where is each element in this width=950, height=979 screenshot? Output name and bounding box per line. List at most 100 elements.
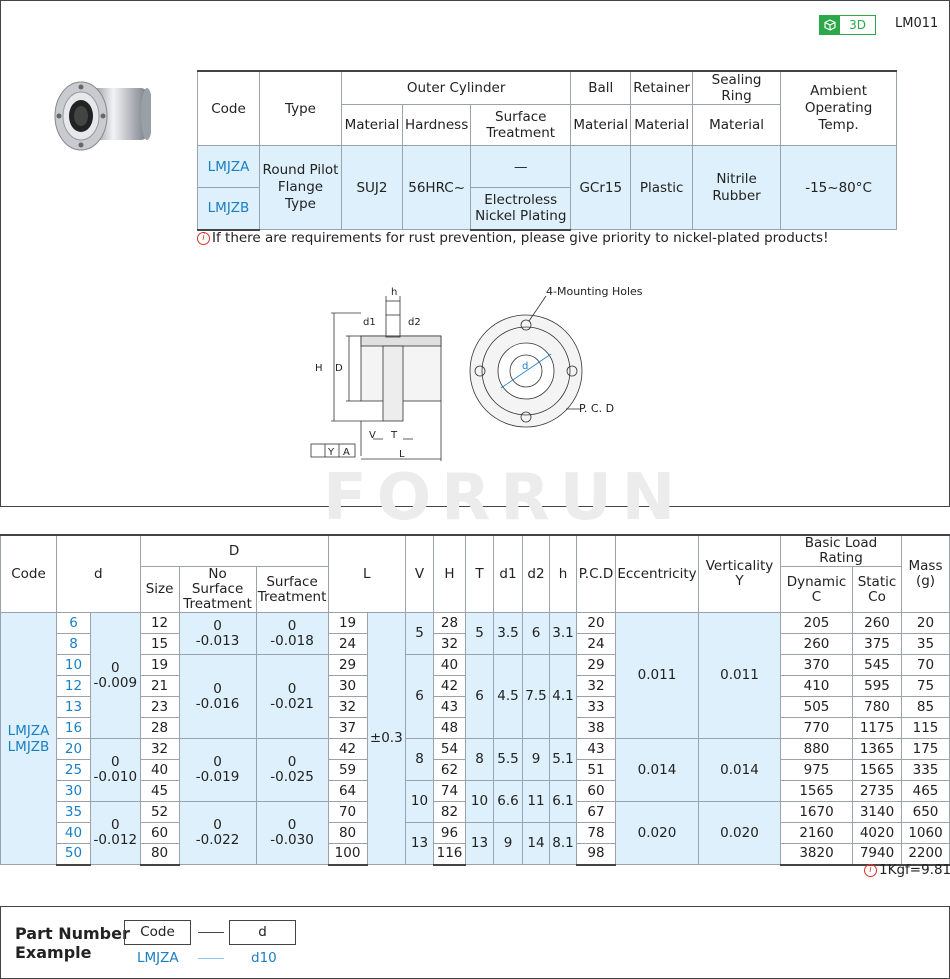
pn-code-cell: Code (124, 920, 191, 945)
Co-cell: 2735 (852, 780, 902, 802)
pn-d-cell: d (229, 920, 296, 945)
Co-cell: 545 (852, 654, 902, 676)
hdr-type: Type (259, 70, 342, 146)
D-no-1: 0-0.013 (178, 612, 257, 655)
dh-mass: Mass (g) (901, 534, 950, 613)
pn-title-2: Example (15, 943, 92, 962)
mass-cell: 650 (901, 801, 950, 823)
D-no-3: 0-0.019 (178, 738, 257, 802)
label-d2: d2 (408, 317, 421, 328)
hdr-sealing-material: Material (692, 104, 782, 146)
C-cell: 1670 (780, 801, 853, 823)
L-cell: 100 (327, 843, 368, 866)
dh-surface: Surface Treatment (255, 566, 329, 613)
T-cell: 6 (465, 654, 494, 739)
ecc-cell: 0.011 (615, 612, 699, 739)
rust-note: i If there are requirements for rust pre… (197, 230, 828, 246)
d-10[interactable]: 10 (56, 654, 91, 676)
H-cell: 40 (433, 654, 466, 676)
Co-cell: 4020 (852, 822, 902, 844)
d-25[interactable]: 25 (56, 759, 91, 781)
pcd-cell: 32 (576, 675, 616, 697)
hdr-hardness: Hardness (401, 104, 472, 146)
dh-no-surface: No Surface Treatment (178, 566, 257, 613)
info-icon: i (864, 863, 877, 877)
code-lmjza[interactable]: LMJZA (197, 145, 260, 188)
dh-dynamic: Dynamic C (780, 566, 853, 613)
surface-a-cell: — (470, 145, 572, 188)
mass-cell: 20 (901, 612, 950, 634)
3d-badge[interactable]: 3D (819, 15, 876, 35)
temp-cell: -15~80°C (780, 145, 898, 230)
label-H: H (315, 363, 323, 374)
h-cell: 8.1 (549, 822, 577, 865)
d-16[interactable]: 16 (56, 717, 91, 739)
L-cell: 30 (327, 675, 368, 697)
hdr-retainer-material: Material (630, 104, 694, 146)
kgf-note-text: 1Kgf=9.81N (879, 862, 950, 878)
code-lmjzb[interactable]: LMJZB (197, 187, 260, 231)
C-cell: 880 (780, 738, 853, 760)
d-13[interactable]: 13 (56, 696, 91, 718)
D-no-4: 0-0.022 (178, 801, 257, 865)
codes-cell[interactable]: LMJZA LMJZB (0, 612, 57, 865)
size-cell: 28 (139, 717, 180, 739)
mass-cell: 115 (901, 717, 950, 739)
product-image (51, 76, 153, 160)
dh-code: Code (0, 534, 57, 613)
C-cell: 505 (780, 696, 853, 718)
pcd-cell: 33 (576, 696, 616, 718)
hdr-surface-treatment: Surface Treatment (470, 104, 572, 146)
d1-cell: 3.5 (493, 612, 523, 655)
d-6[interactable]: 6 (56, 612, 91, 634)
dh-verticality-sym: Y (735, 573, 744, 589)
size-cell: 12 (139, 612, 180, 634)
dh-eccentricity: Eccentricity (615, 534, 699, 613)
V-cell: 8 (405, 738, 434, 781)
size-cell: 21 (139, 675, 180, 697)
d-12[interactable]: 12 (56, 675, 91, 697)
part-number-example: Part Number Example Code d LMJZA d10 (0, 906, 950, 979)
dh-verticality: Verticality Y (698, 534, 781, 613)
d-35[interactable]: 35 (56, 801, 91, 823)
H-cell: 28 (433, 612, 466, 634)
L-cell: 59 (327, 759, 368, 781)
d-8[interactable]: 8 (56, 633, 91, 655)
pcd-cell: 20 (576, 612, 616, 634)
part-number-title: Part Number Example (15, 924, 130, 962)
dh-static-text: Static (857, 573, 897, 590)
pn-example-d[interactable]: d10 (251, 950, 277, 966)
d-30[interactable]: 30 (56, 780, 91, 802)
d-20[interactable]: 20 (56, 738, 91, 760)
dh-d1: d1 (493, 534, 523, 613)
label-d: d (522, 361, 528, 372)
vert-cell: 0.020 (698, 801, 781, 865)
size-cell: 45 (139, 780, 180, 802)
pcd-cell: 67 (576, 801, 616, 823)
label-T: T (390, 430, 398, 441)
dh-static-sym: Co (868, 588, 886, 605)
surface-b-cell: Electroless Nickel Plating (470, 187, 572, 231)
H-cell: 74 (433, 780, 466, 802)
label-D: D (335, 363, 343, 374)
mass-cell: 85 (901, 696, 950, 718)
d-40[interactable]: 40 (56, 822, 91, 844)
D-no-2: 0-0.016 (178, 654, 257, 739)
C-cell: 770 (780, 717, 853, 739)
hdr-ambient: Ambient Operating Temp. (780, 70, 898, 146)
vert-cell: 0.011 (698, 612, 781, 739)
pn-example-code[interactable]: LMJZA (137, 950, 179, 966)
T-cell: 5 (465, 612, 494, 655)
H-cell: 54 (433, 738, 466, 760)
dh-V: V (405, 534, 434, 613)
dimension-table: Code d D L V H T d1 d2 h P.C.D Eccentric… (0, 534, 950, 866)
pcd-cell: 98 (576, 843, 616, 866)
d-50[interactable]: 50 (56, 843, 91, 866)
dh-dynamic-text: Dynamic (786, 573, 847, 590)
mass-cell: 465 (901, 780, 950, 802)
watermark: FORRUN (323, 461, 686, 535)
T-cell: 8 (465, 738, 494, 781)
ball-material-cell: GCr15 (570, 145, 632, 230)
dh-mass-text: Mass (908, 558, 943, 574)
d1-cell: 5.5 (493, 738, 523, 781)
